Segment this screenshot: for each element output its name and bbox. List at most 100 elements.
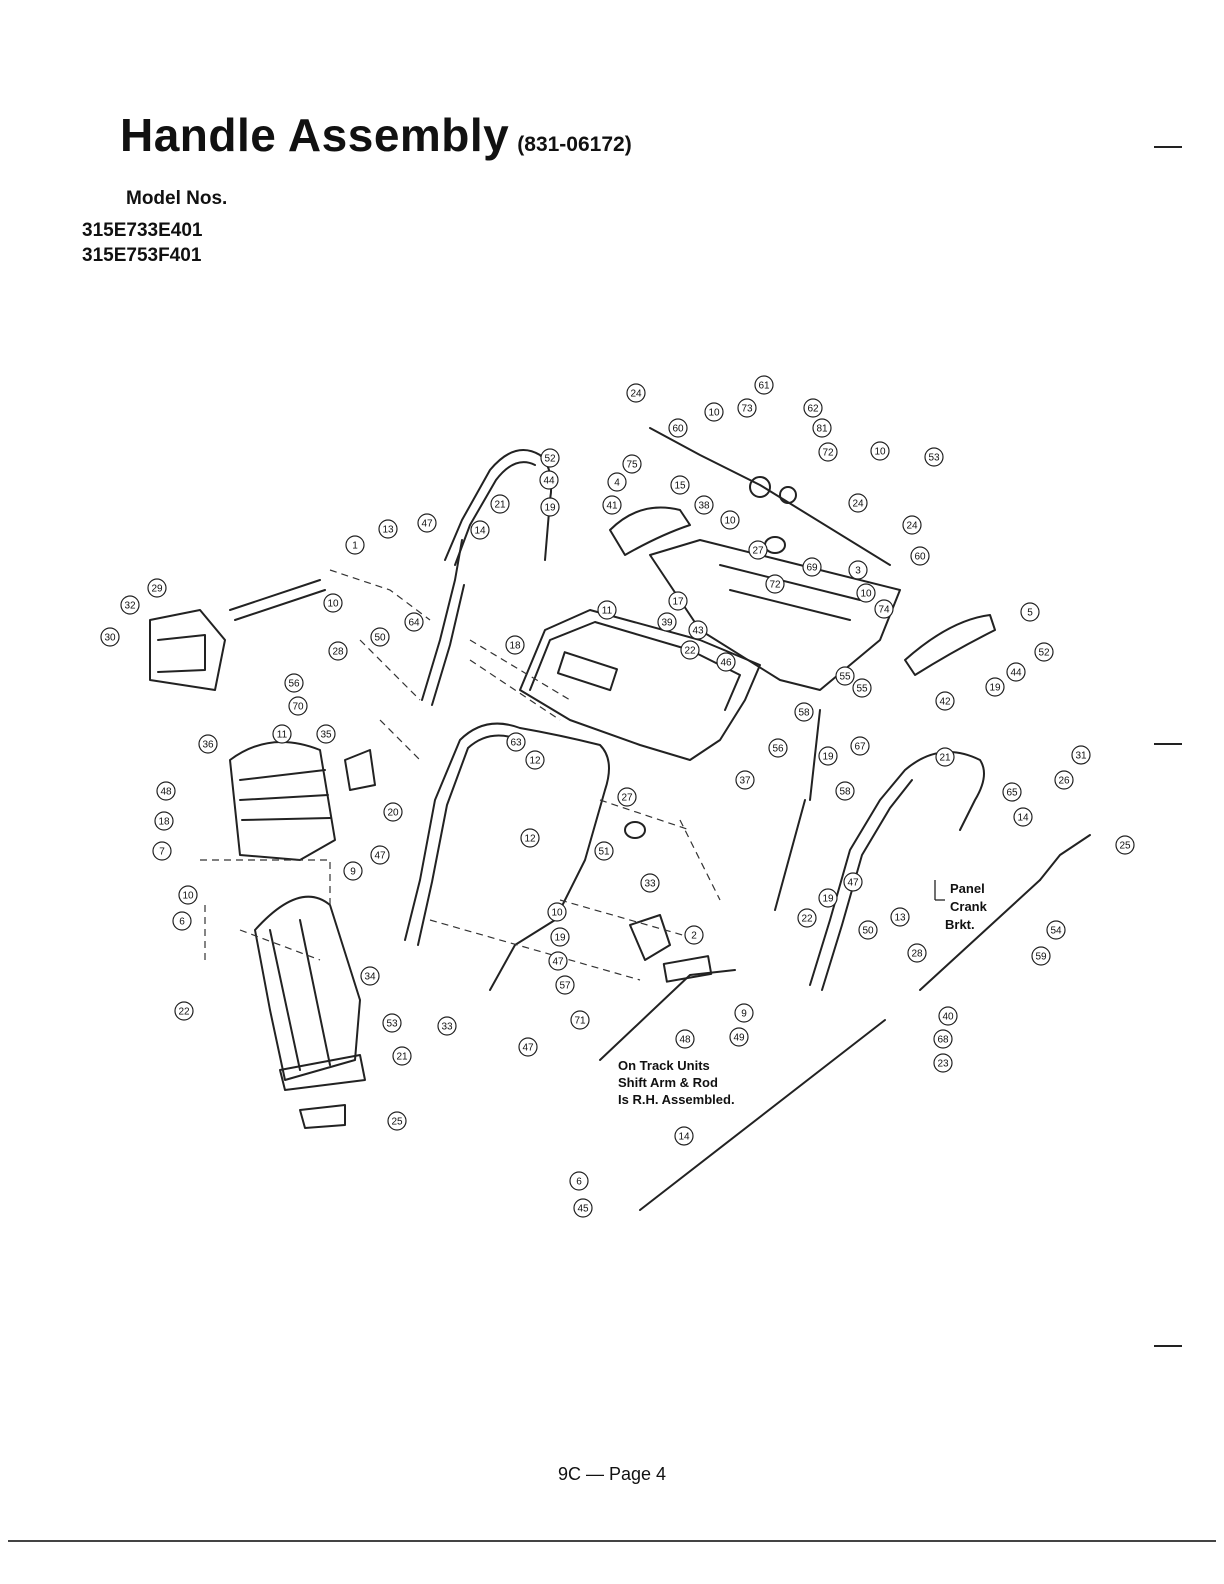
callout-22: 22 [174, 1001, 194, 1021]
callout-balloon [985, 677, 1005, 697]
callout-balloon [818, 442, 838, 462]
callout-number: 68 [937, 1035, 949, 1046]
callout-81: 81 [812, 418, 832, 438]
callout-number: 13 [382, 525, 394, 536]
callout-balloon [370, 845, 390, 865]
callout-53: 53 [924, 447, 944, 467]
callout-50: 50 [858, 920, 878, 940]
callout-21: 21 [392, 1046, 412, 1066]
callout-number: 18 [158, 817, 170, 828]
callout-33: 33 [437, 1016, 457, 1036]
callout-number: 30 [104, 633, 116, 644]
callout-31: 31 [1071, 745, 1091, 765]
callout-balloon [907, 943, 927, 963]
callout-balloon [378, 519, 398, 539]
callout-number: 1 [352, 541, 358, 552]
callout-number: 69 [806, 563, 818, 574]
callout-21: 21 [935, 747, 955, 767]
callout-10: 10 [547, 902, 567, 922]
callout-47: 47 [417, 513, 437, 533]
callout-balloon [156, 781, 176, 801]
callout-balloon [174, 1001, 194, 1021]
page-footer: 9C — Page 4 [557, 1464, 667, 1484]
callout-balloon [675, 1029, 695, 1049]
dash-panel-face [529, 621, 741, 711]
chute-deflector [229, 741, 336, 861]
callout-number: 47 [421, 519, 433, 530]
callout-balloon [540, 497, 560, 517]
callout-balloon [688, 620, 708, 640]
callout-number: 44 [1010, 668, 1022, 679]
callout-balloon [797, 908, 817, 928]
callout-balloon [848, 560, 868, 580]
callout-number: 44 [543, 476, 555, 487]
callout-9: 9 [734, 1003, 754, 1023]
callout-balloon [437, 1016, 457, 1036]
callout-50: 50 [370, 627, 390, 647]
callout-balloon [569, 1171, 589, 1191]
callout-27: 27 [748, 540, 768, 560]
callout-balloon [152, 841, 172, 861]
callout-number: 21 [939, 753, 951, 764]
callout-balloon [198, 734, 218, 754]
callout-balloon [387, 1111, 407, 1131]
callout-37: 37 [735, 770, 755, 790]
callout-47: 47 [548, 951, 568, 971]
callout-balloon [392, 1046, 412, 1066]
callout-33: 33 [640, 873, 660, 893]
callout-balloon [674, 1126, 694, 1146]
chute-bracket [629, 914, 671, 961]
callout-number: 73 [741, 404, 753, 415]
callout-29: 29 [147, 578, 167, 598]
callout-number: 25 [391, 1117, 403, 1128]
callout-number: 53 [928, 453, 940, 464]
callout-balloon [570, 1010, 590, 1030]
callout-74: 74 [874, 599, 894, 619]
callout-balloon [540, 448, 560, 468]
callout-number: 10 [708, 408, 720, 419]
callout-number: 22 [178, 1007, 190, 1018]
callout-number: 9 [741, 1009, 747, 1020]
callout-6: 6 [569, 1171, 589, 1191]
callout-36: 36 [198, 734, 218, 754]
callout-balloon [1046, 920, 1066, 940]
callout-balloon [843, 872, 863, 892]
callout-number: 19 [989, 683, 1001, 694]
callout-balloon [754, 375, 774, 395]
callout-balloon [835, 666, 855, 686]
callout-4: 4 [607, 472, 627, 492]
panel-crank-label: Panel Crank Brkt. [934, 880, 988, 932]
callout-24: 24 [626, 383, 646, 403]
callout-balloon [850, 736, 870, 756]
callout-60: 60 [668, 418, 688, 438]
callout-balloon [737, 398, 757, 418]
callout-number: 58 [798, 708, 810, 719]
callout-44: 44 [1006, 662, 1026, 682]
callout-balloon [668, 591, 688, 611]
model-number-1: 315E733E401 [82, 220, 203, 241]
callout-number: 38 [698, 501, 710, 512]
callout-number: 67 [854, 742, 866, 753]
callout-number: 63 [510, 738, 522, 749]
callout-9: 9 [343, 861, 363, 881]
callout-number: 12 [524, 834, 536, 845]
callout-47: 47 [370, 845, 390, 865]
callout-balloon [720, 510, 740, 530]
callout-balloon [794, 702, 814, 722]
brkt-label: Brkt. [945, 917, 975, 932]
callout-60: 60 [910, 546, 930, 566]
callout-number: 15 [674, 481, 686, 492]
callout-balloon [802, 557, 822, 577]
callout-52: 52 [1034, 642, 1054, 662]
callout-14: 14 [674, 1126, 694, 1146]
callout-number: 2 [691, 931, 697, 942]
callout-number: 5 [1027, 608, 1033, 619]
callout-balloon [694, 495, 714, 515]
callout-balloon [935, 747, 955, 767]
page-title: Handle Assembly(831-06172) [120, 108, 632, 162]
callout-balloon [470, 520, 490, 540]
callout-balloon [172, 911, 192, 931]
callout-62: 62 [803, 398, 823, 418]
callout-balloon [924, 447, 944, 467]
